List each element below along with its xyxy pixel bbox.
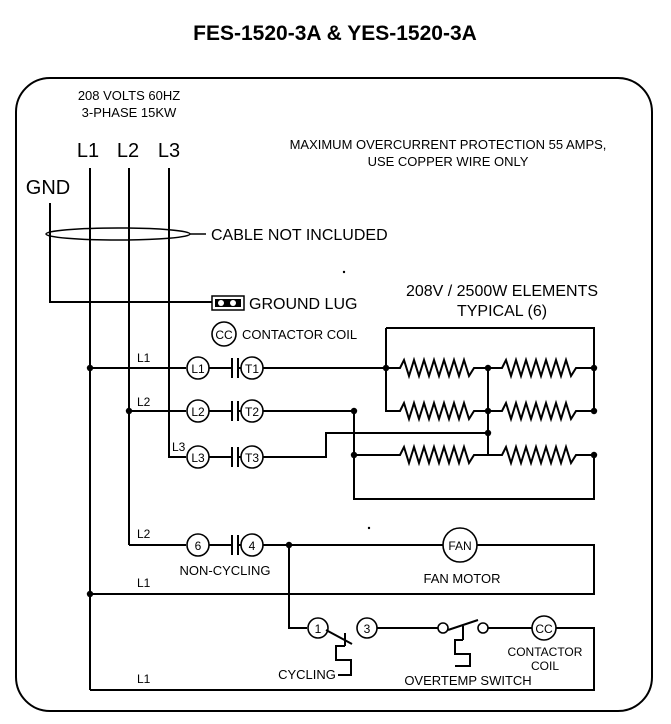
wire-label-fan-l2: L2 <box>137 527 151 541</box>
terminal-l3-label: L3 <box>191 451 205 465</box>
enclosure-outline <box>15 77 653 712</box>
heating-element-5 <box>390 443 488 467</box>
wire-control-return <box>90 627 595 691</box>
contactor-coil-icon <box>211 321 237 347</box>
ground-lug-label: GROUND LUG <box>249 296 357 313</box>
terminal-t2-label: T2 <box>245 405 259 419</box>
wire-label-fan-l1: L1 <box>137 576 151 590</box>
element-feed-wiring <box>263 327 595 500</box>
fan-motor-label: FAN MOTOR <box>423 571 500 586</box>
terminal-t3-label: T3 <box>245 451 259 465</box>
heating-element-2 <box>488 356 594 380</box>
wire-label-control-l1: L1 <box>137 672 151 686</box>
junction-dots <box>86 364 598 598</box>
wire-label-l1: L1 <box>137 351 151 365</box>
contactor-coil-control-label1: CONTACTOR <box>508 645 583 659</box>
protection-note-line2: USE COPPER WIRE ONLY <box>368 154 529 169</box>
contactor-pole-3 <box>186 445 264 469</box>
line-label-l3: L3 <box>158 140 180 162</box>
wire-fan-return <box>90 544 595 595</box>
contactor-pole-1 <box>186 356 264 380</box>
terminal-l2-label: L2 <box>191 405 205 419</box>
non-cycling-label: NON-CYCLING <box>179 563 270 578</box>
contactor-coil-label: CONTACTOR COIL <box>242 327 357 342</box>
line-label-l1: L1 <box>77 140 99 162</box>
terminal-1-icon <box>307 617 329 639</box>
heating-element-6 <box>488 443 594 467</box>
cable-note: CABLE NOT INCLUDED <box>211 227 388 244</box>
cycling-label: CYCLING <box>278 667 336 682</box>
wire-ground <box>49 203 212 303</box>
elements-label-line1: 208V / 2500W ELEMENTS <box>406 283 598 300</box>
terminal-1-label: 1 <box>315 622 322 636</box>
heating-element-4 <box>488 399 594 423</box>
contactor-coil-control-label2: COIL <box>531 659 559 673</box>
supply-voltage: 208 VOLTS 60HZ <box>78 88 180 103</box>
terminal-4-label: 4 <box>249 539 256 553</box>
diagram-title: FES-1520-3A & YES-1520-3A <box>193 22 477 45</box>
wire-label-l3: L3 <box>172 440 186 454</box>
heating-element-3 <box>390 399 488 423</box>
fan-motor-symbol: FAN <box>448 539 471 553</box>
wire-label-l2: L2 <box>137 395 151 409</box>
line-label-l2: L2 <box>117 140 139 162</box>
terminal-l1-label: L1 <box>191 362 205 376</box>
heating-element-1 <box>386 356 488 380</box>
terminal-6-label: 6 <box>195 539 202 553</box>
cycling-switch <box>307 617 378 676</box>
supply-power: 3-PHASE 15KW <box>82 105 177 120</box>
ground-label: GND <box>26 177 70 199</box>
terminal-3-label: 3 <box>364 622 371 636</box>
contactor-pole-2 <box>186 399 264 423</box>
wire-control-feed <box>288 545 307 629</box>
ground-lug-icon <box>211 295 245 311</box>
elements-label-line2: TYPICAL (6) <box>457 303 547 320</box>
protection-note-line1: MAXIMUM OVERCURRENT PROTECTION 55 AMPS, <box>290 137 607 152</box>
heater-elements <box>386 356 594 467</box>
contactor-coil-control-symbol: CC <box>535 622 553 636</box>
overtemp-switch <box>437 619 489 667</box>
terminal-t1-label: T1 <box>245 362 259 376</box>
contactor-coil-symbol: CC <box>215 328 233 342</box>
overtemp-switch-label: OVERTEMP SWITCH <box>404 673 531 688</box>
